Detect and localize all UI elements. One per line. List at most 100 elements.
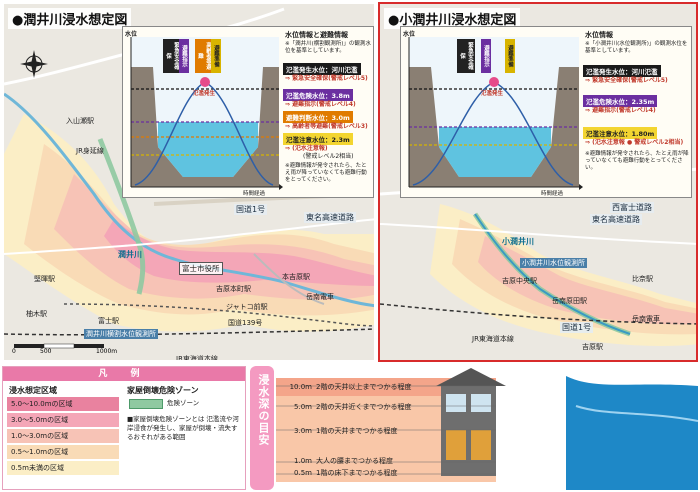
legend-zone-label: 3.0〜5.0mの区域 xyxy=(11,416,69,424)
depth-row: 5.0m 2階の天井近くまでつかる程度 xyxy=(280,402,411,412)
legend-zone-label: 0.5m未満の区域 xyxy=(11,464,64,472)
depth-value: 3.0m xyxy=(294,427,312,435)
scale-label-1000: 1000m xyxy=(96,348,118,355)
depth-value: 10.0m xyxy=(289,383,312,391)
right-water-level-chart: 緊急安全確保 避難指示 避難準備 水位 時間経過 氾濫発生 水位情報 ※「小潤井… xyxy=(400,26,692,198)
urui-river-label: 潤井川 xyxy=(118,250,142,259)
right-level-overflow-action: ⇒ 緊急安全確保(警戒レベル5) xyxy=(585,77,668,84)
legend-danger-label: 危険ゾーン xyxy=(167,399,200,407)
legend-zone-row: 0.5〜1.0mの区域 xyxy=(7,445,119,460)
tomei-label: 東名高速道路 xyxy=(304,212,356,223)
left-level-caution: 氾濫注意水位：2.3m xyxy=(283,133,353,145)
legend-zone-label: 1.0〜3.0mの区域 xyxy=(11,432,69,440)
scale-label-0: 0 xyxy=(12,348,16,355)
depth-desc: 大人の腰までつかる程度 xyxy=(316,457,393,465)
depth-row: 3.0m 1階の天井までつかる程度 xyxy=(280,426,397,436)
right-col-evac-order: 避難指示 xyxy=(481,39,491,73)
left-col-prepare: 避難準備 xyxy=(211,39,221,73)
jr-minobu-label: JR身延線 xyxy=(76,147,104,155)
left-level-caution-action: ⇒ (氾水注意報) xyxy=(285,145,328,152)
depth-desc: 2階の天井近くまでつかる程度 xyxy=(316,403,412,411)
legend-zone-title: 浸水想定区域 xyxy=(9,386,57,395)
depth-value: 0.5m xyxy=(294,469,312,477)
right-col-prepare: 避難準備 xyxy=(505,39,515,73)
right-hina-label: 比奈駅 xyxy=(632,275,653,283)
motoyoshiwara-label: 本吉原駅 xyxy=(282,273,310,281)
left-level-overflow: 氾濫発生水位：河川氾濫 xyxy=(283,63,361,75)
depth-desc: 2階の天井以上までつかる程度 xyxy=(316,383,412,391)
jr-tokaido-label: JR東海道本線 xyxy=(176,355,218,362)
depth-desc: 1階の天井までつかる程度 xyxy=(316,427,398,435)
left-level-judgement: 避難判断水位：3.0m xyxy=(283,111,353,123)
depth-row: 1.0m 大人の腰までつかる程度 xyxy=(280,456,393,466)
danger-zone-swatch xyxy=(129,399,163,409)
jatco-label: ジャトコ前駅 xyxy=(226,303,268,311)
right-nishifuji-label: 西富士道路 xyxy=(610,202,654,213)
route139-label: 国道139号 xyxy=(228,319,263,327)
observation-station-label: 潤井川横割水位観測所 xyxy=(84,329,158,339)
right-level-danger-action: ⇒ 避難指示(警戒レベル4) xyxy=(585,107,656,114)
depth-value: 1.0m xyxy=(294,457,312,465)
legend-zone-label: 5.0〜10.0mの区域 xyxy=(11,400,73,408)
scale-label-500: 500 xyxy=(40,348,52,355)
right-axis-y: 水位 xyxy=(403,31,416,38)
right-obs-label: 小潤井川水位観測所 xyxy=(520,258,587,268)
left-panel-title: ●潤井川浸水想定図 xyxy=(8,8,132,29)
right-footnote: ※避難情報が発令されたら、たとえ雨が降っていなくても避難行動をとってください。 xyxy=(585,151,689,172)
right-tomei-label: 東名高速道路 xyxy=(590,214,642,225)
yoshiwara-honmachi-label: 吉原本町駅 xyxy=(216,285,251,293)
legend-header: 凡 例 xyxy=(3,367,245,381)
left-overflow-label: 氾濫発生 xyxy=(193,91,216,97)
ko-urui-river-map-panel: ●小潤井川浸水想定図 西富士道路 東名高速道路 小潤井川 小潤井川水位観測所 吉… xyxy=(378,2,698,362)
urui-river-map-panel: ●潤井川浸水想定図 入山瀬駅 JR身延線 潤井川 富士市役所 吉原本町駅 ジャト… xyxy=(2,2,376,362)
left-chart-header: 水位情報と避難情報 xyxy=(285,31,348,39)
depth-value: 5.0m xyxy=(294,403,312,411)
right-gakunan-line-label: 岳南電車 xyxy=(632,315,660,323)
right-basis-note: ※「小潤井川(水位観測所)」の観測水位を基準としています。 xyxy=(585,41,688,55)
fuji-city-hall-label: 富士市役所 xyxy=(179,262,223,275)
depth-desc: 1階の床下までつかる程度 xyxy=(316,469,398,477)
left-footnote: ※避難情報が発令されたら、たとえ雨が降っていなくても避難行動をとってください。 xyxy=(285,163,367,184)
right-axis-x: 時間経過 xyxy=(541,191,564,197)
right-panel-title: ●小潤井川浸水想定図 xyxy=(384,8,521,29)
kemutsu-label: 堅暉駅 xyxy=(34,275,55,283)
legend-danger-desc: ■家屋倒壊危険ゾーンとは 氾濫流や河岸浸食が発生し、家屋が倒壊・流失するおそれが… xyxy=(127,415,239,441)
left-level2-note: (警戒レベル2相当) xyxy=(303,153,354,160)
legend-zone-label: 0.5〜1.0mの区域 xyxy=(11,448,69,456)
right-yoshiwara-label: 吉原駅 xyxy=(582,343,603,351)
right-chart-header: 水位情報 xyxy=(585,31,613,39)
gakunan-line-label: 岳南電車 xyxy=(306,293,334,301)
depth-guide-tab-label: 浸水深の目安 xyxy=(257,374,270,446)
left-col-emergency: 緊急安全確保 xyxy=(163,39,181,73)
right-col-emergency: 緊急安全確保 xyxy=(457,39,475,73)
right-level-overflow: 氾濫発生水位：河川氾濫 xyxy=(583,65,661,77)
depth-guide: 浸水深の目安 10.0m 2階の天井以上までつかる程度 5.0m 2階の天井近くまで… xyxy=(250,366,698,490)
right-route1-label: 国道1号 xyxy=(560,322,594,333)
right-level-danger: 氾濫危険水位：2.35m xyxy=(583,95,658,107)
left-basis-note: ※「潤井川(横割観測所)」の観測水位を基準としています。 xyxy=(285,41,371,55)
left-level-judgement-action: ⇒ 高齢者等避難(警戒レベル3) xyxy=(285,123,368,130)
legend-zone-row: 5.0〜10.0mの区域 xyxy=(7,397,119,412)
legend-zone-row: 3.0〜5.0mの区域 xyxy=(7,413,119,428)
right-level-caution-action: ⇒ (氾水注意報 ● 警戒レベル2相当) xyxy=(585,139,684,146)
depth-illustration xyxy=(276,366,698,490)
right-level-caution: 氾濫注意水位：1.80m xyxy=(583,127,658,139)
legend-zone-row: 1.0〜3.0mの区域 xyxy=(7,429,119,444)
right-yoshiwara-chuo-label: 吉原中央駅 xyxy=(502,277,537,285)
right-overflow-label: 氾濫発生 xyxy=(481,91,504,97)
left-level-overflow-action: ⇒ 緊急安全確保(警戒レベル5) xyxy=(285,75,368,82)
depth-guide-tab: 浸水深の目安 xyxy=(250,366,274,490)
iriyama-station-label: 入山瀬駅 xyxy=(66,117,94,125)
left-level-danger: 氾濫危険水位：3.8m xyxy=(283,89,353,101)
legend-zone-row: 0.5m未満の区域 xyxy=(7,461,119,476)
left-water-level-chart: 緊急安全確保 避難指示 高齢者等避難 避難準備 水位 時間経過 氾濫発生 水位情… xyxy=(122,26,374,198)
depth-row: 0.5m 1階の床下までつかる程度 xyxy=(280,468,397,478)
left-axis-x: 時間経過 xyxy=(243,191,266,197)
kashiwagi-label: 柚木駅 xyxy=(26,310,47,318)
left-level-danger-action: ⇒ 避難指示(警戒レベル4) xyxy=(285,101,356,108)
legend: 凡 例 浸水想定区域 5.0〜10.0mの区域 3.0〜5.0mの区域 1.0〜… xyxy=(2,366,246,490)
left-axis-y: 水位 xyxy=(125,31,138,38)
depth-row: 10.0m 2階の天井以上までつかる程度 xyxy=(280,382,412,392)
left-col-elderly: 高齢者等避難 xyxy=(195,39,213,73)
right-jr-tokaido-label: JR東海道本線 xyxy=(472,335,514,343)
